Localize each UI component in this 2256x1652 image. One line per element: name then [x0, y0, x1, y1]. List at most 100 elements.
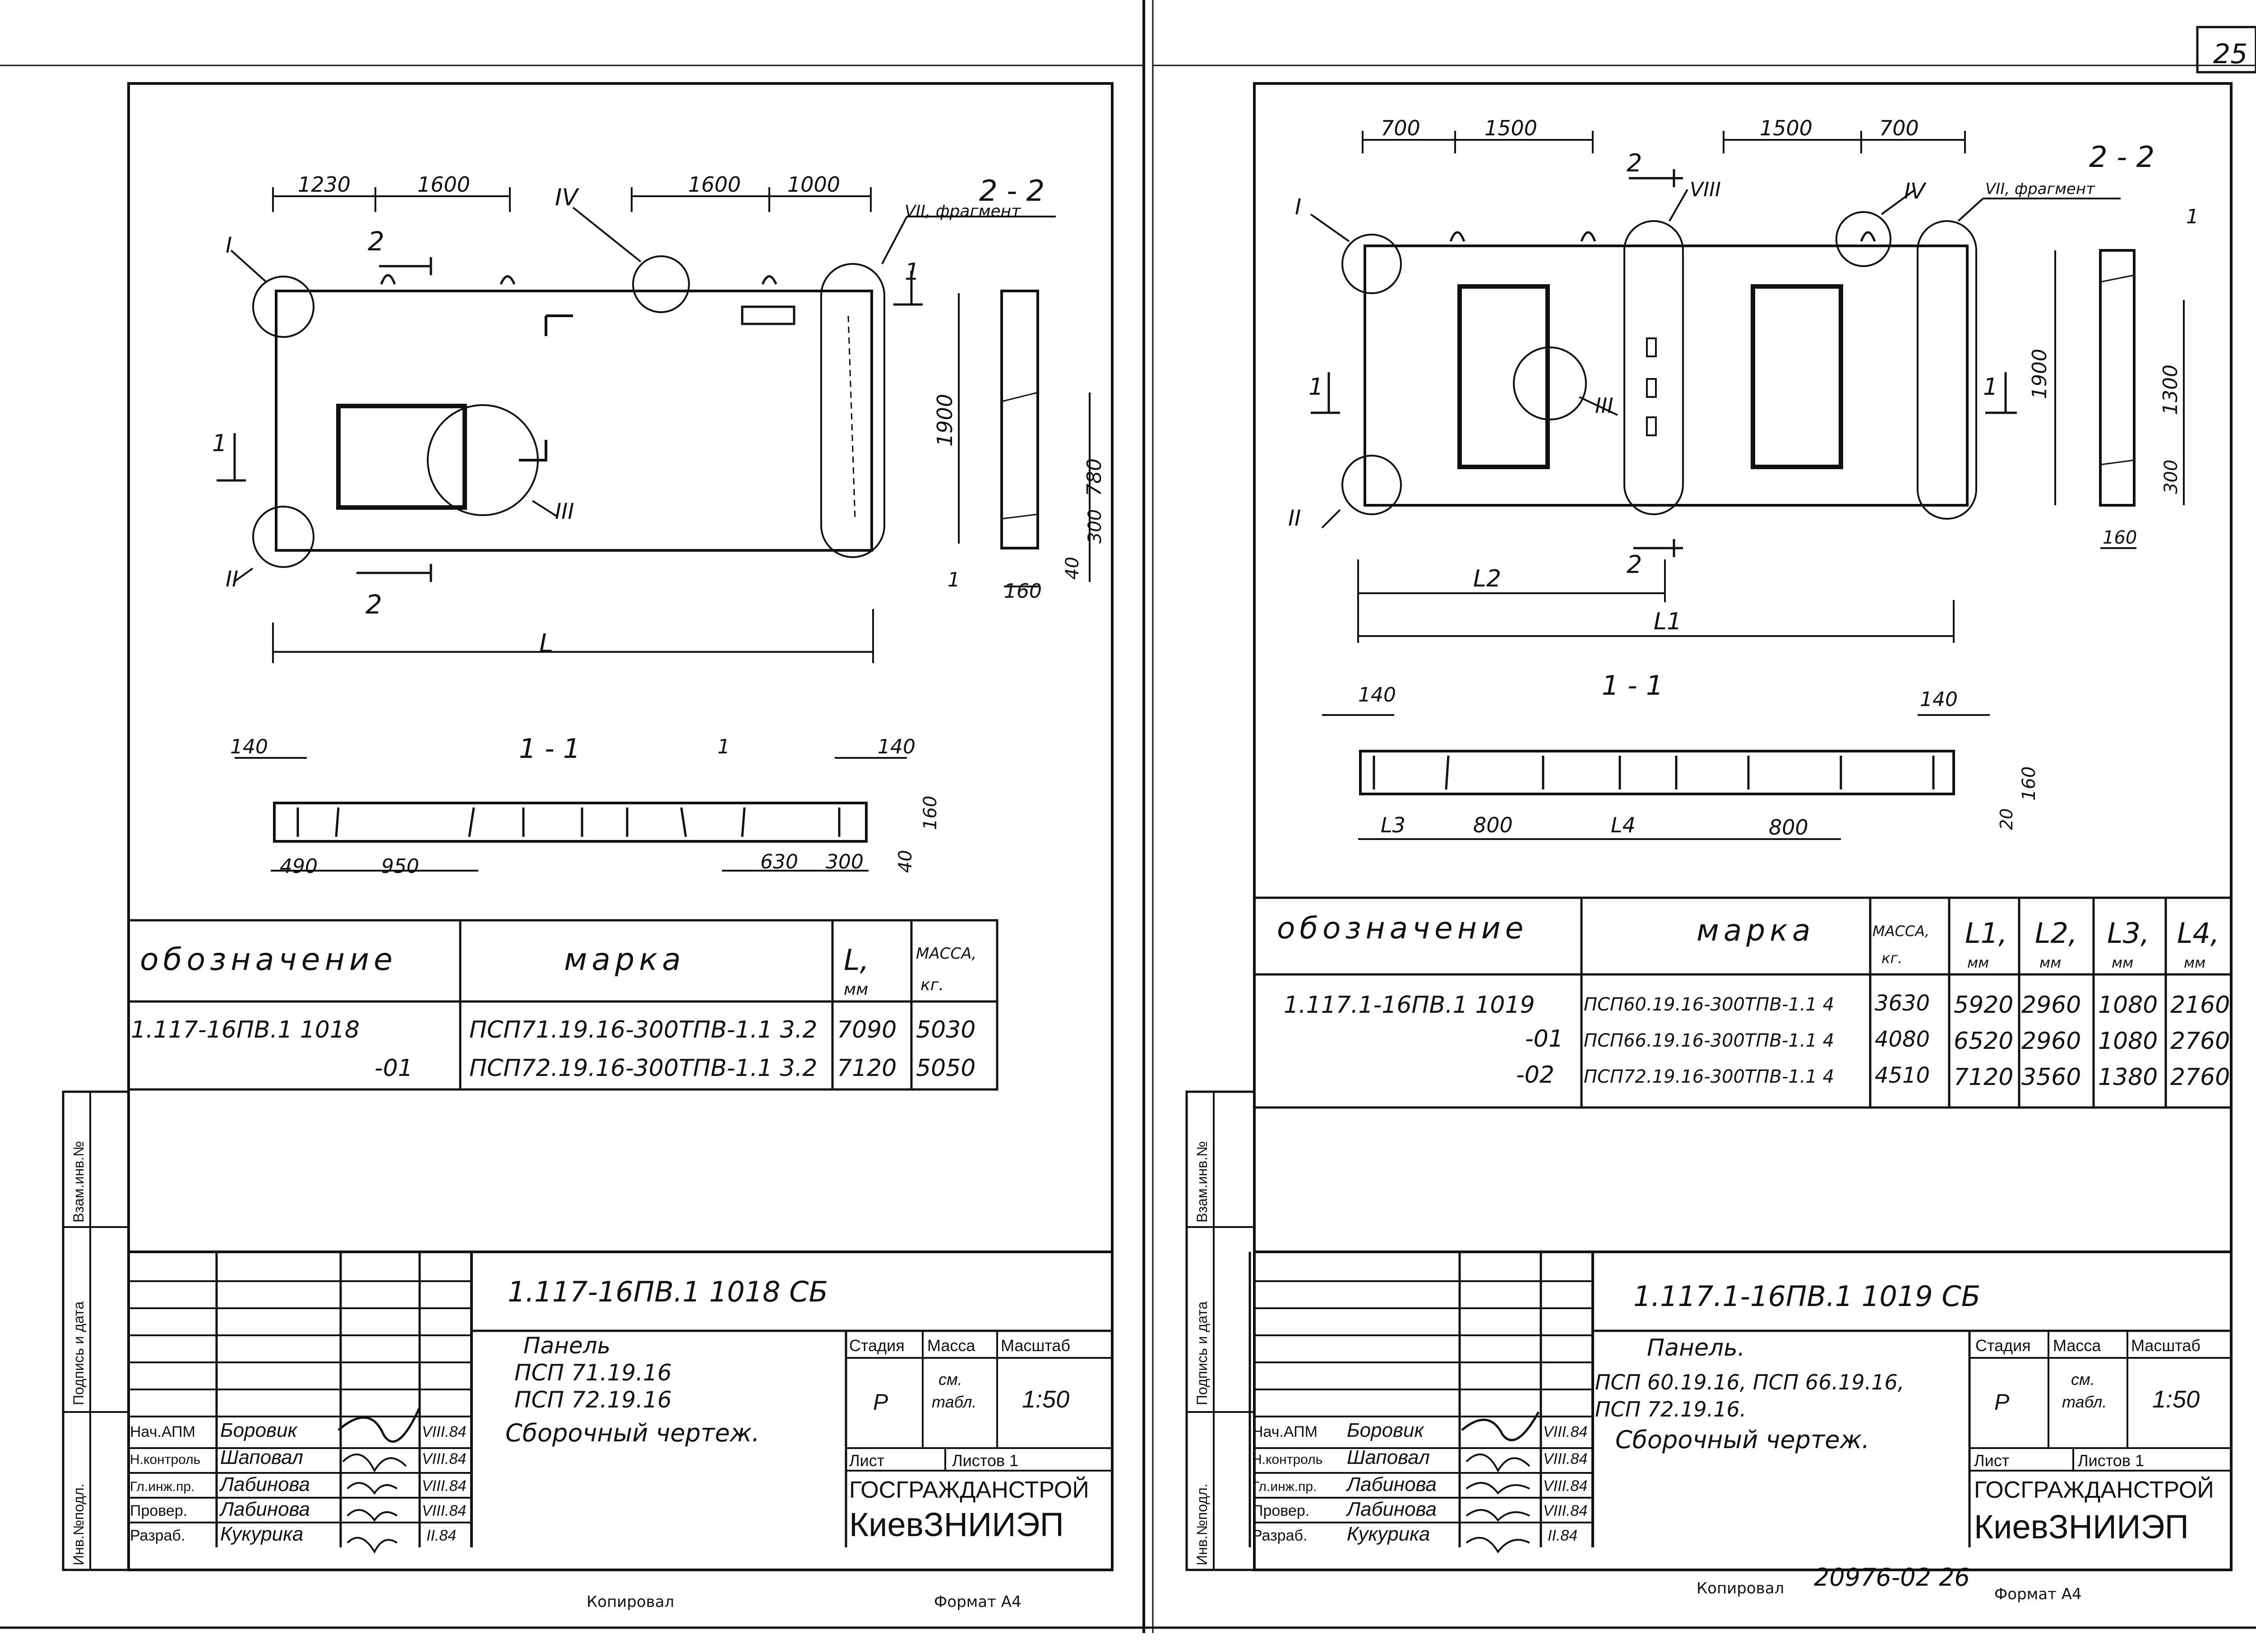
left-stamp-scale: 1:50 — [1022, 1386, 1069, 1413]
left-td-2-3: 7120 — [837, 1055, 897, 1082]
right-stamp-sheet: Лист — [1974, 1451, 2009, 1470]
left-th-designation: обозначение — [140, 942, 397, 978]
left-section-22 — [1000, 290, 1039, 549]
right-panel-mid-joint — [1624, 245, 1681, 506]
left-td-1-4: 5030 — [916, 1016, 975, 1043]
right-td-1-5: 2960 — [2021, 992, 2081, 1019]
page-number: 25 — [2213, 38, 2247, 70]
left-dim-top-b-ticks — [631, 187, 872, 212]
left-stamp-org2: КиевЗНИИЭП — [849, 1506, 1064, 1543]
right-stamp-org2: КиевЗНИИЭП — [1974, 1508, 2189, 1546]
right-L1-label: L1 — [1654, 608, 1682, 635]
left-stamp-code: 1.117-16ПВ.1 1018 СБ — [508, 1275, 828, 1308]
left-cut-2-bottom — [356, 564, 432, 582]
r-leader-VIII — [1669, 189, 1688, 221]
left-node-III — [427, 404, 539, 516]
left-stamp-scale-h: Масштаб — [1001, 1336, 1070, 1355]
right-name-4: Кукурика — [1347, 1523, 1430, 1545]
r-leader-III — [1579, 396, 1618, 416]
left-cut-corner-a — [545, 314, 573, 336]
right-signature-3 — [1465, 1482, 1530, 1495]
left-label-I: I — [226, 233, 232, 258]
left-name-2: Лабинова — [219, 1473, 310, 1495]
left-td-2-1: -01 — [374, 1055, 413, 1082]
right-section-22-detail — [2100, 274, 2135, 466]
right-td-1-4: 5920 — [1954, 992, 2013, 1019]
left-dim-1230: 1230 — [298, 172, 351, 197]
left-date-4: II.84 — [426, 1527, 456, 1544]
left-sec-40: 40 — [895, 850, 916, 873]
left-node-IV — [632, 255, 690, 313]
r-leader-IV — [1881, 189, 1916, 215]
right-th-mm-3: мм — [2112, 954, 2133, 971]
left-role-1: Н.контроль — [130, 1452, 200, 1467]
right-section-22 — [2099, 249, 2136, 507]
left-panel-slot — [741, 305, 795, 325]
left-th-mm: мм — [844, 980, 868, 999]
leader-IV — [572, 207, 642, 263]
left-stamp-stage: Р — [873, 1389, 888, 1415]
right-stamp-mass-h: Масса — [2053, 1336, 2101, 1355]
left-date-2: VIII.84 — [422, 1477, 466, 1495]
left-dim-1900: 1900 — [933, 394, 957, 447]
left-dim-300: 300 — [1085, 509, 1105, 544]
right-label-III: III — [1595, 393, 1613, 418]
right-date-0: VIII.84 — [1543, 1423, 1587, 1440]
left-role-3: Провер. — [130, 1502, 187, 1519]
left-stamp-title-3: Сборочный чертеж. — [505, 1419, 759, 1447]
left-label-IV: IV — [555, 184, 579, 211]
right-side-label-2: Инв.№подл. — [1194, 1483, 1210, 1565]
right-dim-top-b-ticks — [1723, 131, 1966, 153]
right-td-2-7: 2760 — [2170, 1028, 2230, 1055]
left-cut-1-label-left: 1 — [212, 430, 227, 457]
right-sec-800b: 800 — [1769, 815, 1808, 840]
left-title-block — [129, 1251, 1112, 1547]
left-date-3: VIII.84 — [422, 1502, 466, 1519]
right-th-L3: L3, — [2107, 917, 2150, 950]
right-stamp-title-2: ПСП 72.19.16. — [1595, 1397, 1746, 1421]
right-side-label-0: Взам.инв.№ — [1194, 1141, 1210, 1223]
left-section-11-ribs — [296, 807, 841, 837]
left-dim-top-a-ticks — [272, 187, 511, 212]
r-leader-I — [1310, 213, 1350, 242]
right-signature-1 — [1461, 1411, 1540, 1441]
left-dim-1600a: 1600 — [417, 172, 470, 197]
right-panel-opening-a — [1457, 284, 1550, 469]
left-node-VII — [820, 263, 885, 558]
right-signature-4 — [1465, 1509, 1530, 1522]
right-date-1: VIII.84 — [1543, 1450, 1587, 1467]
right-td-3-1: -02 — [1516, 1061, 1554, 1089]
right-label-I: I — [1295, 194, 1301, 220]
right-th-mark: марка — [1697, 913, 1815, 948]
left-dim-40: 40 — [1062, 557, 1083, 580]
right-sec-140a: 140 — [1358, 683, 1396, 706]
right-stamp-stage: Р — [1994, 1389, 2010, 1415]
left-node-II — [252, 506, 314, 568]
right-dim-700b: 700 — [1879, 116, 1919, 140]
right-dim-700a: 700 — [1381, 116, 1420, 140]
left-sheet — [62, 82, 1114, 1571]
left-sec-490: 490 — [280, 855, 318, 878]
left-section-22-title: 2 - 2 — [979, 175, 1045, 208]
left-sec-630: 630 — [760, 850, 798, 873]
left-td-1-2: ПСП71.19.16-300ТПВ-1.1 3.2 — [469, 1016, 817, 1043]
right-sec-L4: L4 — [1611, 813, 1636, 837]
left-lifting-loops — [380, 274, 777, 285]
right-cut-2-label-bottom: 2 — [1627, 550, 1642, 579]
left-signature-5 — [347, 1537, 398, 1554]
right-th-L2: L2, — [2035, 917, 2077, 950]
left-label-II: II — [226, 567, 238, 592]
right-node-II — [1341, 455, 1402, 515]
left-stamp-org1: ГОСГРАЖДАНСТРОЙ — [849, 1477, 1089, 1503]
right-td-1-6: 1080 — [2098, 992, 2158, 1019]
left-role-4: Разраб. — [130, 1527, 185, 1544]
right-th-L1: L1, — [1965, 917, 2007, 950]
left-name-3: Лабинова — [219, 1498, 310, 1520]
right-stamp-title-0: Панель. — [1647, 1334, 1745, 1361]
right-stamp-org1: ГОСГРАЖДАНСТРОЙ — [1974, 1477, 2214, 1503]
right-side-strip — [1185, 1090, 1256, 1571]
right-td-3-4: 7120 — [1954, 1064, 2013, 1091]
right-L2-label: L2 — [1473, 565, 1501, 592]
right-dim-1500b: 1500 — [1760, 116, 1812, 140]
